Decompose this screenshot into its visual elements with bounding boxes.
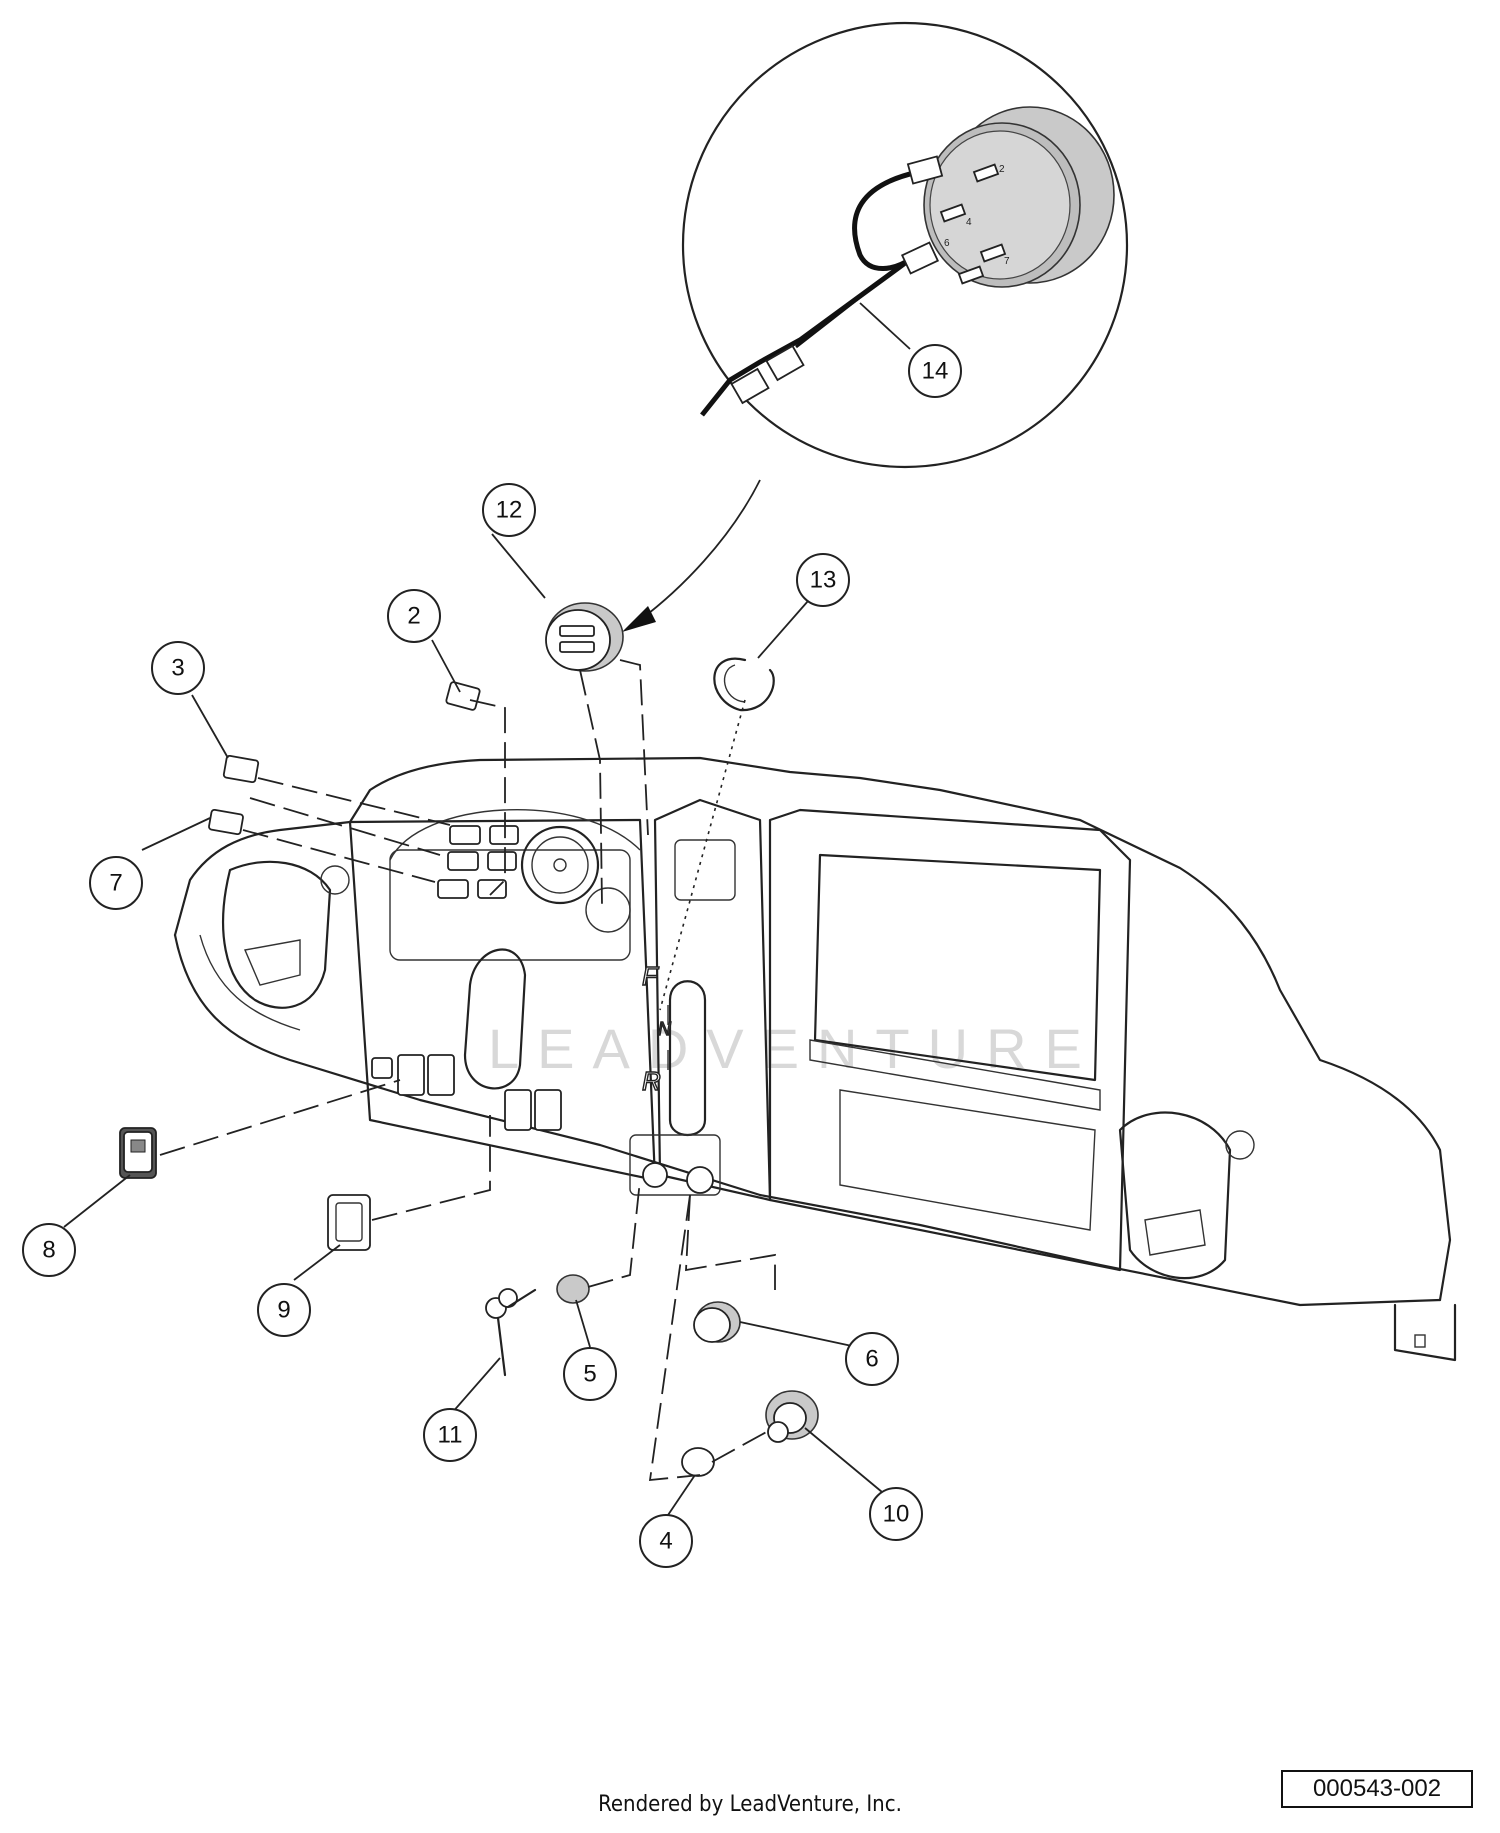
callouts: 2 3 4 5 6 7 8 9 10 11 12 13 14 [22,344,962,1568]
svg-text:2: 2 [407,603,420,630]
svg-text:3: 3 [171,655,184,682]
callout-9[interactable]: 9 [257,1283,311,1337]
footer-credit: Rendered by LeadVenture, Inc. [598,1792,902,1817]
callout-4[interactable]: 4 [639,1514,693,1568]
shift-forward: F [642,961,660,991]
shift-neutral: N [658,1019,672,1039]
callout-12[interactable]: 12 [482,483,536,537]
pin-4: 4 [966,217,972,228]
callout-3[interactable]: 3 [151,641,205,695]
part-keys [485,1288,537,1377]
callout-10[interactable]: 10 [869,1487,923,1541]
svg-text:10: 10 [883,1501,910,1528]
svg-text:4: 4 [659,1528,672,1555]
part-switch-3 [222,754,260,784]
dashboard-assembly: F N R [173,756,1457,1362]
callout-6[interactable]: 6 [845,1332,899,1386]
pin-2: 2 [999,164,1005,175]
svg-text:12: 12 [496,497,523,524]
part-switch-2 [445,681,481,711]
detail-view: 2 4 6 7 [622,21,1129,632]
part-blank-plug [327,1194,371,1251]
part-power-plug [693,1301,741,1343]
callout-8[interactable]: 8 [22,1223,76,1277]
part-switch-knob [765,1390,819,1443]
svg-text:6: 6 [865,1346,878,1373]
detail-arrow [639,479,761,621]
callout-11[interactable]: 11 [423,1408,477,1462]
part-rocker-switch [119,1127,157,1179]
pin-6: 6 [944,238,950,249]
svg-text:13: 13 [810,567,837,594]
drawing-number: 000543-002 [1281,1770,1473,1808]
callout-13[interactable]: 13 [796,553,850,607]
callout-5[interactable]: 5 [563,1347,617,1401]
exploded-lines [159,659,776,1482]
callout-14[interactable]: 14 [908,344,962,398]
svg-text:14: 14 [922,358,949,385]
svg-text:7: 7 [109,870,122,897]
shift-reverse: R [642,1066,661,1096]
part-key-bezel [556,1274,590,1304]
part-nut [681,1447,715,1477]
svg-text:9: 9 [277,1297,290,1324]
pin-7: 7 [1004,256,1010,267]
watermark: LEADVENTURE [488,1017,1100,1080]
svg-text:8: 8 [42,1237,55,1264]
callout-leaders [63,302,911,1519]
svg-text:11: 11 [438,1422,463,1449]
arrow-head [622,606,656,632]
part-bezel-clip [713,657,775,712]
callout-2[interactable]: 2 [387,589,441,643]
wire-harness [700,155,944,417]
exploded-parts [119,602,819,1477]
callout-7[interactable]: 7 [89,856,143,910]
part-switch-7 [208,808,244,836]
part-gauge [545,602,624,672]
gauge-detail: 2 4 6 7 [923,106,1115,288]
svg-text:5: 5 [583,1361,596,1388]
